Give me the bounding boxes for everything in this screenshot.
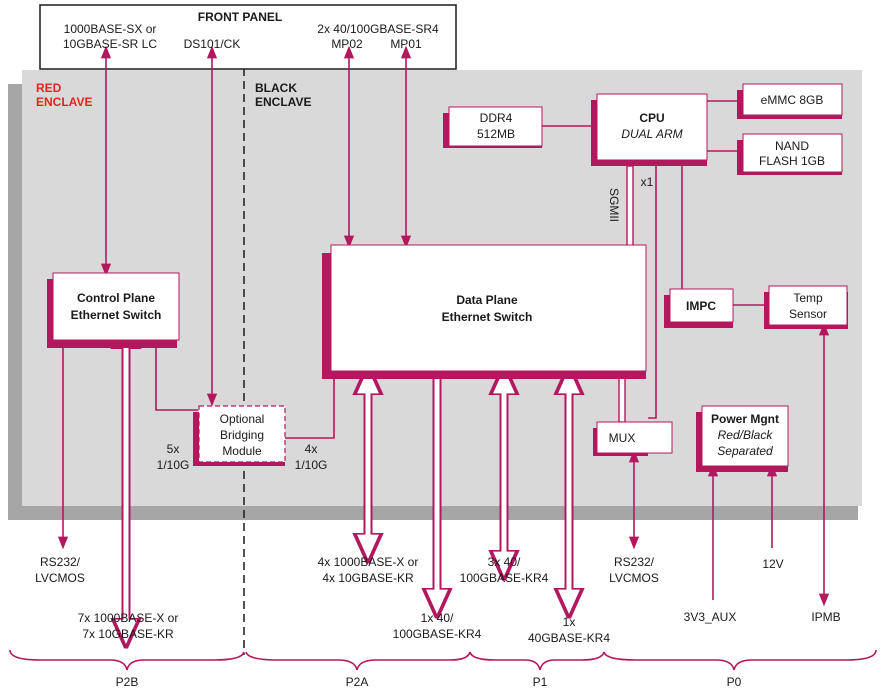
power-label-line3: Separated [717, 444, 773, 458]
wide-arrows [123, 337, 572, 630]
cpu-label-line1: CPU [639, 111, 664, 125]
p2a-40g-line2: 100GBASE-KR4 [393, 627, 482, 641]
ddr4-label-line1: DDR4 [480, 111, 513, 125]
emmc-block [742, 83, 843, 116]
p1-3x40g-line2: 100GBASE-KR4 [460, 571, 549, 585]
rs232-right-line2: LVCMOS [609, 571, 659, 585]
control-switch-title-line2: Ethernet Switch [71, 308, 162, 322]
brace-p1 [469, 651, 605, 671]
nand-label-line2: FLASH 1GB [759, 154, 825, 168]
data-switch-title-line2: Ethernet Switch [442, 310, 533, 324]
mux-label: MUX [609, 431, 636, 445]
p2b-ethernet-line2: 7x 10GBASE-KR [82, 627, 174, 641]
temp-label-line2: Sensor [789, 307, 827, 321]
connector-p2a-label: P2A [346, 675, 369, 689]
mux-block [596, 421, 673, 454]
sfp-label-line2: 10GBASE-SR LC [63, 37, 157, 51]
sgmii-label: SGMII [607, 188, 621, 222]
power-label-line2: Red/Black [718, 428, 774, 442]
rs232-left-line1: RS232/ [40, 555, 81, 569]
nand-block [742, 133, 843, 173]
bridging-title-line3: Module [222, 444, 262, 458]
black-enclave-label-line2: ENCLAVE [255, 95, 311, 109]
rs232-left-line2: LVCMOS [35, 571, 85, 585]
qsfp-label: 2x 40/100GBASE-SR4 [317, 22, 439, 36]
impc-block [669, 288, 734, 323]
temp-sensor-block [768, 285, 848, 326]
v12-label: 12V [762, 557, 783, 571]
nand-label-line1: NAND [775, 139, 809, 153]
p1-3x40g-line1: 3x 40/ [488, 555, 521, 569]
brace-p0 [603, 649, 877, 671]
mp02-label: MP02 [331, 37, 363, 51]
p1-1x40g-line1: 1x [563, 615, 576, 629]
p1-1x40g-line2: 40GBASE-KR4 [528, 631, 610, 645]
red-enclave-label-line2: ENCLAVE [36, 95, 92, 109]
mp01-label: MP01 [390, 37, 422, 51]
five-x-label: 5x [167, 442, 180, 456]
four-x-speed-label: 1/10G [295, 458, 328, 472]
cpu-block [596, 93, 708, 161]
rs232-right-line1: RS232/ [614, 555, 655, 569]
black-enclave-label-line1: BLACK [255, 81, 297, 95]
bridging-to-data-line [285, 374, 335, 439]
temp-label-line1: Temp [793, 291, 823, 305]
control-plane-switch-block [52, 272, 180, 341]
front-panel-title: FRONT PANEL [198, 10, 282, 24]
bridging-title-line1: Optional [220, 412, 265, 426]
p2a-40g-line1: 1x 40/ [421, 611, 454, 625]
data-switch-title-line1: Data Plane [456, 293, 518, 307]
four-x-label: 4x [305, 442, 318, 456]
ddr4-block [448, 106, 543, 147]
five-x-speed-label: 1/10G [157, 458, 190, 472]
bridging-title-line2: Bridging [220, 428, 264, 442]
sgmii-link [626, 165, 634, 247]
connector-p2b-label: P2B [116, 675, 139, 689]
v3-aux-label: 3V3_AUX [684, 610, 737, 624]
cpu-label-line2: DUAL ARM [621, 127, 682, 141]
p2a-ethernet-line2: 4x 10GBASE-KR [322, 571, 414, 585]
sfp-label-line1: 1000BASE-SX or [64, 22, 157, 36]
ddr4-label-line2: 512MB [477, 127, 515, 141]
red-enclave-label-line1: RED [36, 81, 62, 95]
impc-label: IMPC [686, 299, 716, 313]
mux-link [618, 371, 626, 423]
data-plane-switch-block [330, 244, 647, 372]
emmc-label: eMMC 8GB [761, 93, 824, 107]
ipmb-label: IPMB [811, 610, 840, 624]
p2b-ethernet-line1: 7x 1000BASE-X or [78, 611, 179, 625]
clock-label: DS101/CK [184, 37, 241, 51]
power-label-line1: Power Mgnt [711, 412, 779, 426]
power-mgmt-block [701, 405, 789, 467]
control-to-bridging-line [155, 348, 198, 411]
p2a-ethernet-line1: 4x 1000BASE-X or [318, 555, 419, 569]
connector-p1-label: P1 [533, 675, 548, 689]
front-panel-box [39, 4, 457, 70]
brace-p2a [245, 651, 471, 671]
connector-p0-label: P0 [727, 675, 742, 689]
control-switch-title-line1: Control Plane [77, 291, 155, 305]
bridging-module-block [198, 405, 286, 463]
brace-p2b [9, 649, 245, 671]
cpu-to-mux-line [648, 166, 657, 419]
x1-label: x1 [641, 175, 654, 189]
